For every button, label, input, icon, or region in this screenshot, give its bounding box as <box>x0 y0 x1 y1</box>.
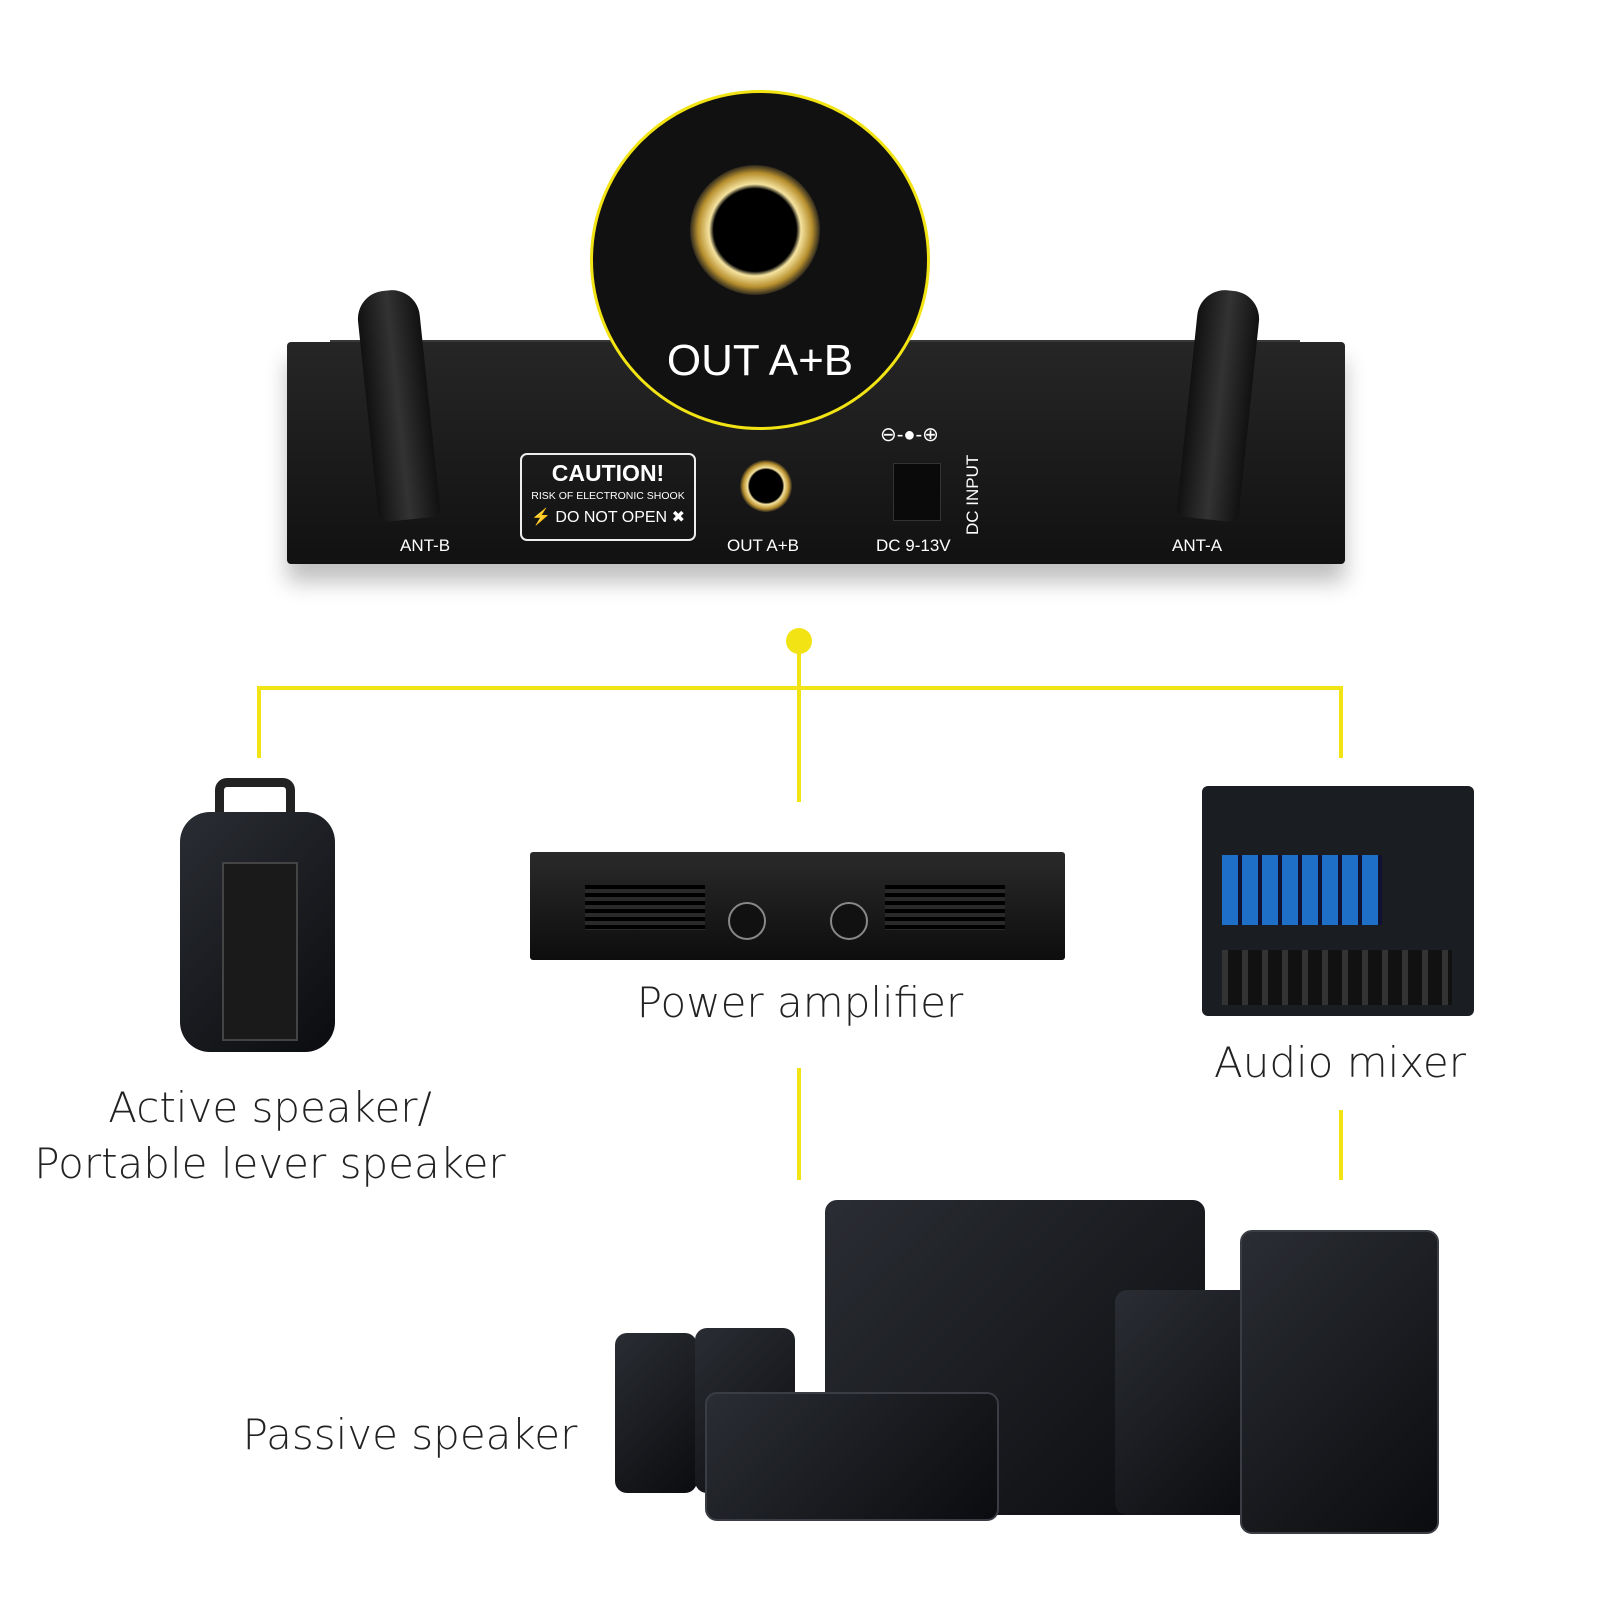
amp-knob-right <box>830 902 868 940</box>
dc-polarity-icon: ⊖-●-⊕ <box>880 424 939 446</box>
dc-input-label: DC INPUT <box>963 454 982 535</box>
connector-right <box>1339 686 1343 758</box>
caution-label: CAUTION! RISK OF ELECTRONIC SHOOK ⚡ DO N… <box>520 453 696 541</box>
connector-mixer-down <box>1339 1110 1343 1180</box>
front-speaker <box>1240 1230 1439 1534</box>
caution-subtitle: RISK OF ELECTRONIC SHOOK <box>531 490 685 502</box>
amp-knob-left <box>728 902 766 940</box>
zoom-callout <box>590 90 930 430</box>
dc-voltage-label: DC 9-13V <box>876 536 951 555</box>
lightning-icon: ⚡ <box>531 509 551 526</box>
speaker-control-panel <box>222 862 298 1041</box>
connector-left <box>257 686 261 758</box>
connector-amp-down <box>797 1068 801 1180</box>
zoom-label: OUT A+B <box>666 336 854 385</box>
passive-speaker-label: Passive speaker <box>242 1410 578 1459</box>
ant-a-label: ANT-A <box>1172 536 1223 555</box>
connector-center <box>797 640 801 802</box>
speaker-handle <box>215 778 295 823</box>
tools-icon: ✖ <box>671 509 685 526</box>
mixer-faders <box>1222 950 1452 1005</box>
bookshelf-speaker <box>1115 1290 1255 1515</box>
zoomed-output-jack <box>690 165 820 295</box>
caution-title: CAUTION! <box>551 460 665 486</box>
amp-vent-right <box>885 885 1005 930</box>
satellite-speaker-1 <box>615 1333 697 1493</box>
ant-b-label: ANT-B <box>400 536 451 555</box>
active-speaker-label-line2: Portable lever speaker <box>34 1139 506 1188</box>
active-speaker-label: Active speaker/ Portable lever speaker <box>30 1080 510 1192</box>
dc-power-jack <box>893 463 941 521</box>
output-jack <box>740 460 792 512</box>
amp-vent-left <box>585 885 705 930</box>
caution-warning: DO NOT OPEN <box>555 509 668 526</box>
mixer-eq-section <box>1222 855 1382 925</box>
audio-mixer-label: Audio mixer <box>1214 1038 1466 1087</box>
center-speaker <box>705 1392 999 1521</box>
active-speaker-label-line1: Active speaker/ <box>108 1083 432 1132</box>
out-label: OUT A+B <box>727 536 799 555</box>
power-amplifier-label: Power amplifier <box>636 978 964 1027</box>
